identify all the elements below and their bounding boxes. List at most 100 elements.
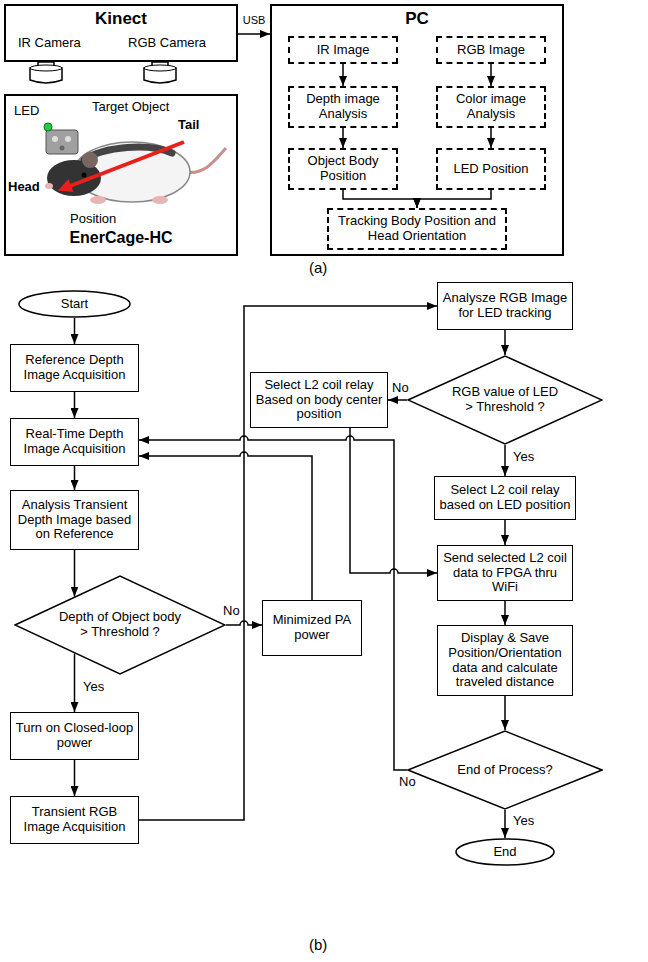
node-text: Depth of Object body > Threshold ?: [57, 610, 184, 640]
process-box: Color image Analysis: [436, 86, 546, 128]
part-label: Target Object: [92, 100, 169, 115]
flow-connector: [504, 520, 506, 545]
diamond-shape: [15, 576, 225, 674]
edge-label: No: [222, 604, 241, 619]
edge-label: No: [391, 381, 410, 396]
process-box: Analysis Transient Depth Image based on …: [10, 490, 139, 550]
node-text: Reference Depth Image Acquisition: [13, 353, 136, 383]
decision-diamond: End of Process?: [407, 730, 603, 810]
process-box: Reference Depth Image Acquisition: [10, 344, 139, 392]
panel-letter: (a): [309, 259, 327, 276]
rgb-camera-lens: [144, 62, 176, 83]
edge-label: USB: [242, 14, 267, 27]
flow-connector: [342, 128, 344, 148]
flow-connector: [504, 445, 506, 476]
flow-connector: [139, 306, 437, 820]
pc-panel: PC IR Image RGB ImageDepth image Analysis C…: [270, 4, 564, 256]
decision-diamond: Depth of Object body > Threshold ?: [14, 575, 226, 675]
terminal-oval: Start: [18, 290, 131, 318]
node-text: Transient RGB Image Acquisition: [13, 805, 136, 835]
node-text: RGB value of LED > Threshold ?: [449, 385, 561, 415]
process-box: Transient RGB Image Acquisition: [10, 796, 139, 844]
edge-label: No: [398, 775, 417, 790]
decision-diamond: RGB value of LED > Threshold ?: [407, 355, 603, 445]
process-box: Minimized PA power: [262, 600, 362, 656]
flow-connector: [74, 318, 76, 344]
node-text: RGB Image: [457, 43, 525, 58]
flow-connector: [388, 399, 407, 401]
process-box: Depth image Analysis: [288, 86, 398, 128]
flow-connector: [504, 601, 506, 625]
cage-panel: EnerCage-HC: [4, 94, 238, 256]
process-box: LED Position: [436, 148, 546, 190]
process-box: Tracking Body Position and Head Orientat…: [327, 208, 507, 250]
diamond-shape: [408, 356, 602, 444]
node-text: End of Process?: [435, 763, 575, 778]
terminal-oval: End: [455, 838, 555, 866]
process-box: Display & Save Position/Orientation data…: [437, 625, 573, 696]
process-box: Real-Time Depth Image Acquisition: [10, 418, 139, 466]
part-label: RGB Camera: [128, 36, 206, 51]
diamond-shape: [408, 731, 602, 809]
flow-connector: [504, 810, 506, 838]
node-text: Real-Time Depth Image Acquisition: [13, 427, 136, 457]
flow-connector: [74, 392, 76, 418]
panel-letter: (b): [309, 936, 327, 953]
node-text: Select L2 coil relay Based on body cente…: [253, 378, 385, 423]
process-box: Turn on Closed-loop power: [10, 712, 139, 760]
node-text: Analysis Transient Depth Image based on …: [13, 498, 136, 543]
node-text: Tracking Body Position and Head Orientat…: [331, 214, 503, 244]
flow-connector: [74, 466, 76, 490]
process-box: Object Body Position: [288, 148, 398, 190]
process-box: Select L2 coil relay Based on body cente…: [250, 372, 388, 428]
node-text: Depth image Analysis: [292, 92, 394, 122]
process-box: Select L2 coil relay based on LED positi…: [434, 476, 576, 520]
part-label: LED: [14, 104, 39, 119]
flow-connector: [74, 654, 76, 713]
part-label: IR Camera: [18, 36, 81, 51]
flow-connector: [490, 64, 492, 86]
node-text: LED Position: [453, 162, 528, 177]
flow-connector: [139, 452, 312, 600]
process-box: Analysze RGB Image for LED tracking: [437, 282, 573, 330]
kinect-panel: Kinect IR Camera RGB Camera: [4, 4, 238, 62]
edge-label: Yes: [512, 814, 535, 829]
flow-connector: [490, 128, 492, 148]
panel-title: EnerCage-HC: [6, 229, 236, 247]
node-text: Display & Save Position/Orientation data…: [440, 631, 570, 691]
node-text: Object Body Position: [292, 154, 394, 184]
process-box: Send selected L2 coil data to FPGA thru …: [437, 545, 573, 601]
flow-connector: [504, 330, 506, 355]
process-box: RGB Image: [436, 36, 546, 64]
panel-title: PC: [272, 9, 562, 29]
ir-camera-lens: [30, 62, 62, 83]
node-text: IR Image: [317, 43, 370, 58]
flow-connector: [74, 760, 76, 796]
oval-shape: [19, 291, 130, 317]
rat-illustration: [44, 123, 226, 204]
node-text: Send selected L2 coil data to FPGA thru …: [440, 551, 570, 596]
node-text: Start: [45, 297, 105, 312]
flow-connector: [343, 190, 417, 208]
part-label: Tail: [178, 118, 199, 133]
flow-connector: [74, 550, 76, 597]
node-text: Select L2 coil relay based on LED positi…: [437, 483, 573, 513]
node-text: Color image Analysis: [440, 92, 542, 122]
edge-label: Yes: [82, 680, 105, 695]
flow-connector: [238, 33, 270, 35]
node-text: Minimized PA power: [265, 613, 359, 643]
process-box: IR Image: [288, 36, 398, 64]
node-text: End: [475, 845, 535, 860]
panel-title: Kinect: [6, 9, 236, 29]
oval-shape: [456, 839, 554, 865]
node-text: Turn on Closed-loop power: [13, 721, 136, 751]
flow-connector: [504, 696, 506, 730]
flow-connector: [417, 190, 491, 208]
node-text: Analysze RGB Image for LED tracking: [440, 291, 570, 321]
flow-connector: [342, 64, 344, 86]
edge-label: Yes: [512, 450, 535, 465]
heading-arrow: [58, 142, 184, 192]
part-label: Head: [8, 180, 40, 195]
part-label: Position: [70, 212, 116, 227]
